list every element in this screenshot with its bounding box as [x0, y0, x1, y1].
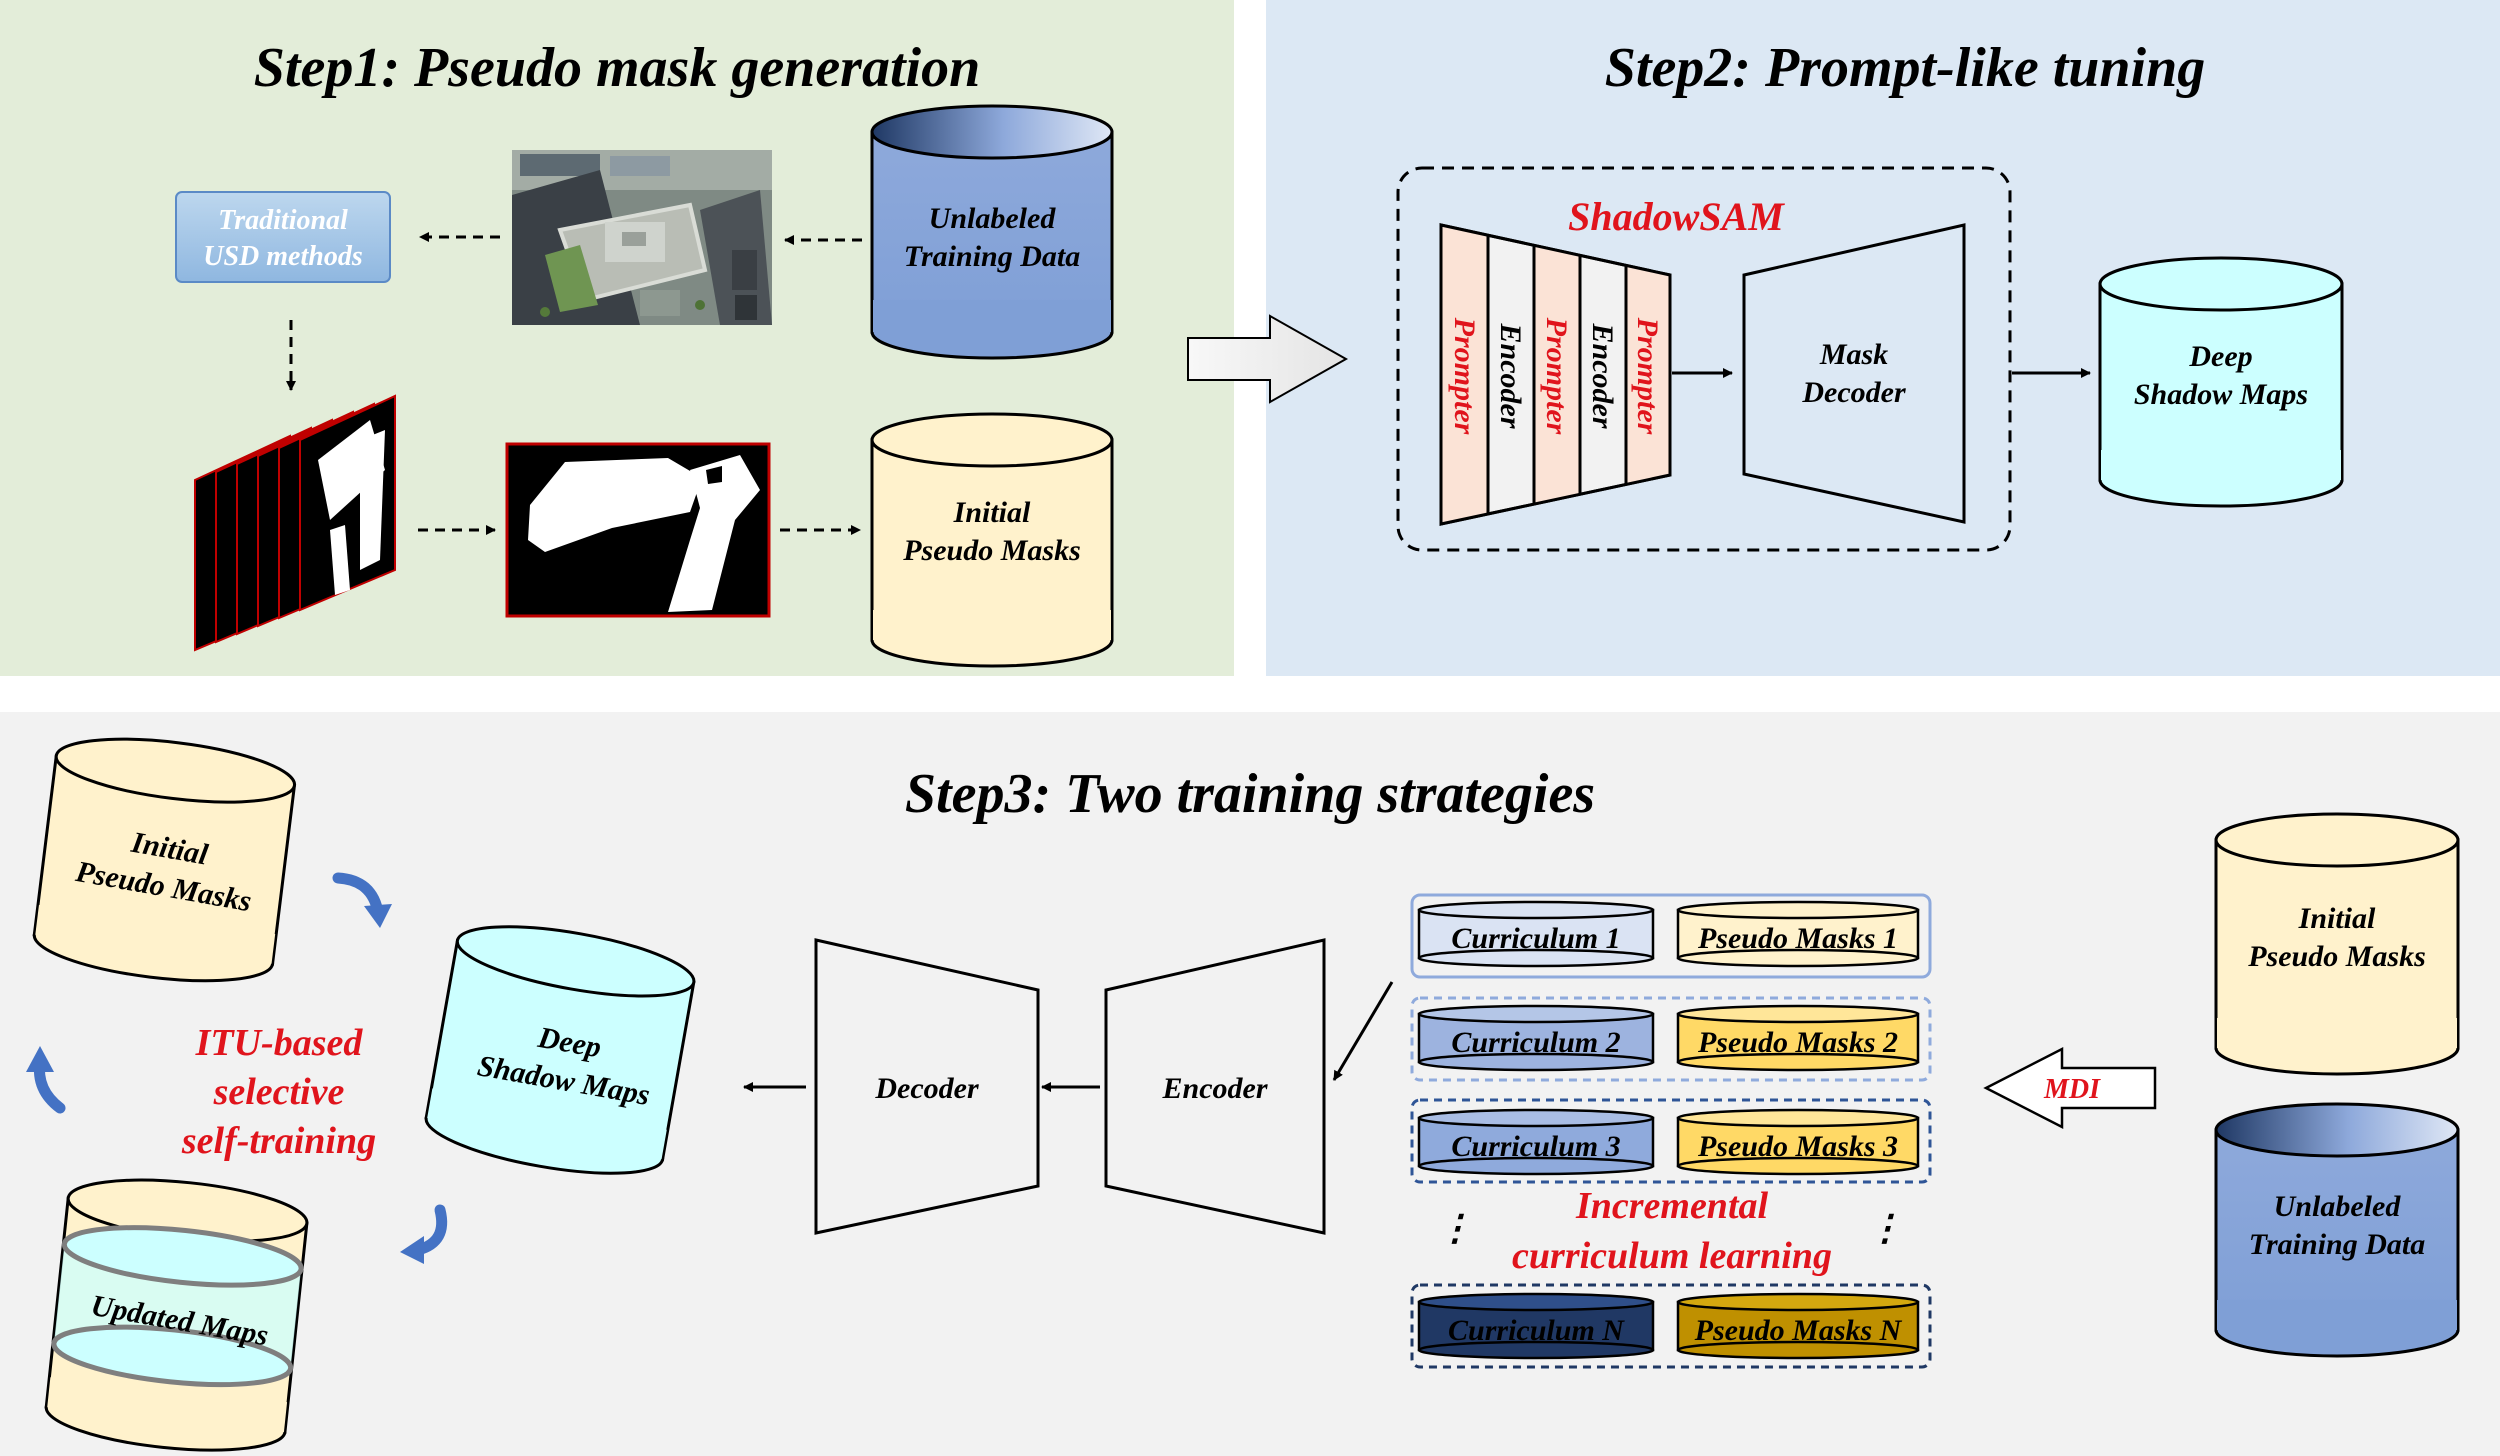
curriculum-2-label: Curriculum 2: [1451, 1026, 1620, 1059]
strip-prompter-1: Prompter: [1448, 317, 1481, 435]
step1-title: Step1: Pseudo mask generation: [254, 37, 980, 99]
step2-title: Step2: Prompt-like tuning: [1605, 37, 2206, 99]
unlabeled-line2: Training Data: [904, 240, 1080, 273]
strip-encoder-2: Encoder: [1586, 323, 1619, 429]
pseudo-masks-3-pill: [1676, 1108, 1920, 1176]
shadowsam-container: [1396, 166, 2012, 552]
curriculum-row-n: [1410, 1283, 1932, 1369]
step3-title: Step3: Two training strategies: [905, 763, 1595, 825]
cycle-arrow-bottom-head: [400, 1236, 424, 1264]
mask-decoder-line2: Decoder: [1801, 376, 1906, 409]
initial-pseudo-masks-cylinder: [870, 412, 1114, 668]
s3-right-unlabeled-line2: Training Data: [2249, 1228, 2425, 1261]
cycle-arrow-top-head: [364, 904, 392, 928]
pseudo-mask-image: [505, 442, 771, 618]
s3-initial-pseudo-masks-cylinder: [32, 737, 297, 983]
usd-methods-box: [175, 191, 391, 283]
itu-line3: self-training: [181, 1120, 376, 1162]
vertical-dots-right: ⋮: [1867, 1208, 1903, 1248]
curriculum-row-2: [1410, 996, 1932, 1082]
deep-line1: Deep: [2188, 340, 2252, 373]
curriculum-n-pill: [1417, 1292, 1655, 1360]
curriculum-row-3: [1410, 1098, 1932, 1184]
s3-right-initial-cylinder: [2214, 812, 2460, 1076]
step1-to-step2-arrow: [1187, 314, 1349, 404]
deep-shadow-maps-cylinder: [2098, 256, 2344, 508]
curriculum-1-pill: [1417, 900, 1655, 968]
itu-line2: selective: [213, 1071, 345, 1113]
s3-encoder-label: Encoder: [1162, 1072, 1268, 1105]
strip-prompter-3: Prompter: [1631, 317, 1664, 435]
s3-encoder-trapezoid: [1104, 938, 1326, 1235]
icl-line1: Incremental: [1575, 1185, 1769, 1227]
mdi-arrow: [1983, 1046, 2157, 1130]
s3-right-initial-line2: Pseudo Masks: [2247, 940, 2426, 973]
deep-line2: Shadow Maps: [2134, 378, 2308, 411]
pseudo-masks-2-pill: [1676, 1004, 1920, 1072]
mask-frame-stack: [194, 394, 396, 652]
strip-prompter-2: Prompter: [1540, 317, 1573, 435]
pseudo-masks-n-pill: [1676, 1292, 1920, 1360]
arrow-curriculum-to-encoder: [1332, 981, 1394, 1081]
unlabeled-training-data-cylinder: [870, 104, 1114, 360]
s3-right-unlabeled-cylinder: [2214, 1102, 2460, 1358]
icl-line2: curriculum learning: [1512, 1235, 1832, 1277]
shadowsam-label: ShadowSAM: [1568, 194, 1785, 239]
usd-line2: USD methods: [203, 241, 363, 272]
mask-decoder-trapezoid: [1742, 223, 1966, 524]
s3-right-unlabeled-line1: Unlabeled: [2274, 1190, 2402, 1223]
mask-decoder-line1: Mask: [1819, 338, 1888, 371]
vertical-dots-left: ⋮: [1437, 1208, 1473, 1248]
curriculum-3-pill: [1417, 1108, 1655, 1176]
updated-maps-cylinder: [44, 1178, 309, 1452]
curriculum-2-pill: [1417, 1004, 1655, 1072]
initial-line1: Initial: [953, 496, 1031, 529]
pseudo-masks-3-label: Pseudo Masks 3: [1697, 1130, 1898, 1163]
encoder-trapezoid: [1439, 223, 1672, 526]
pseudo-masks-2-label: Pseudo Masks 2: [1697, 1026, 1898, 1059]
s3-decoder-label: Decoder: [874, 1072, 979, 1105]
pseudo-masks-1-label: Pseudo Masks 1: [1697, 922, 1898, 955]
initial-line2: Pseudo Masks: [902, 534, 1081, 567]
itu-line1: ITU-based: [195, 1022, 364, 1064]
curriculum-1-label: Curriculum 1: [1451, 922, 1620, 955]
unlabeled-line1: Unlabeled: [929, 202, 1057, 235]
s3-deep-shadow-maps-cylinder: [424, 925, 696, 1175]
curriculum-n-label: Curriculum N: [1448, 1314, 1625, 1347]
curriculum-3-label: Curriculum 3: [1451, 1130, 1620, 1163]
strip-encoder-1: Encoder: [1494, 323, 1527, 429]
s3-decoder-trapezoid: [814, 938, 1040, 1235]
curriculum-row-1: [1410, 893, 1932, 979]
mdi-label: MDI: [2043, 1074, 2101, 1105]
cycle-arrow-left-head: [26, 1046, 54, 1072]
pseudo-masks-1-pill: [1676, 900, 1920, 968]
usd-line1: Traditional: [218, 205, 348, 236]
s3-right-initial-line1: Initial: [2298, 902, 2376, 935]
aerial-photo: [512, 150, 772, 325]
pseudo-masks-n-label: Pseudo Masks N: [1694, 1314, 1903, 1347]
